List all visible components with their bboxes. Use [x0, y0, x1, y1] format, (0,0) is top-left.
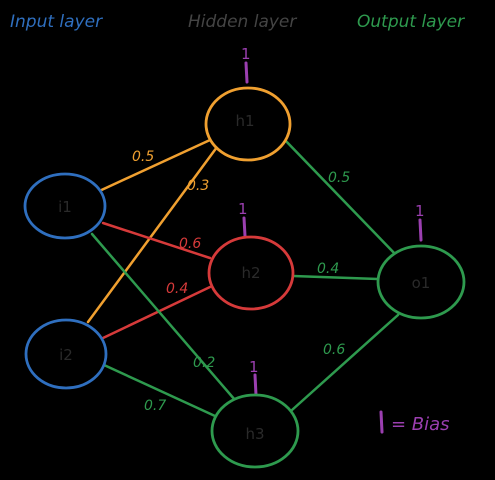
edge-h1-o1 [281, 136, 400, 259]
node-h1 [204, 86, 292, 162]
weight-i1-h2: 0.6 [179, 236, 201, 252]
edge-i1-h2 [101, 221, 212, 260]
legend-bias-tick [379, 410, 384, 434]
node-o1 [376, 244, 466, 320]
node-label-h3: h3 [245, 425, 264, 443]
node-i2 [24, 318, 108, 390]
output-layer-title: Output layer [357, 12, 465, 32]
edge-i1-h1 [93, 138, 212, 195]
edge-i2-h2 [101, 285, 212, 340]
edge-i2-h3 [102, 363, 217, 418]
edge-h2-o1 [291, 274, 380, 281]
hidden-layer-title: Hidden layer [188, 12, 297, 32]
bias-tick-h1 [244, 61, 249, 84]
node-label-h1: h1 [235, 112, 254, 130]
bias-tick-h3 [253, 373, 258, 397]
bias-tick-o1 [418, 218, 423, 242]
weight-h3-o1: 0.6 [323, 342, 345, 358]
weight-i1-h1: 0.5 [132, 149, 154, 165]
legend-text: = Bias [391, 414, 450, 435]
bias-label-h2: 1 [238, 200, 248, 218]
weight-i2-h3: 0.7 [144, 398, 166, 414]
weight-i2-h2: 0.4 [166, 281, 188, 297]
node-h3 [210, 393, 300, 469]
edge-i2-h1 [86, 141, 222, 324]
weight-h2-o1: 0.4 [317, 261, 339, 277]
bias-label-o1: 1 [415, 202, 425, 220]
input-layer-title: Input layer [10, 12, 103, 32]
bias-tick-h2 [242, 216, 247, 238]
weight-h1-o1: 0.5 [328, 170, 350, 186]
node-label-o1: o1 [412, 274, 431, 292]
node-i1 [23, 172, 107, 240]
weight-i2-h1: 0.3 [187, 178, 209, 194]
bias-label-h3: 1 [249, 358, 259, 376]
weight-i1-h3: 0.2 [193, 355, 215, 371]
node-label-h2: h2 [241, 264, 260, 282]
node-h2 [207, 235, 295, 311]
node-label-i1: i1 [58, 198, 72, 216]
edge-h3-o1 [290, 313, 400, 412]
bias-label-h1: 1 [241, 45, 251, 63]
edge-i1-h3 [90, 232, 237, 402]
node-label-i2: i2 [59, 346, 73, 364]
